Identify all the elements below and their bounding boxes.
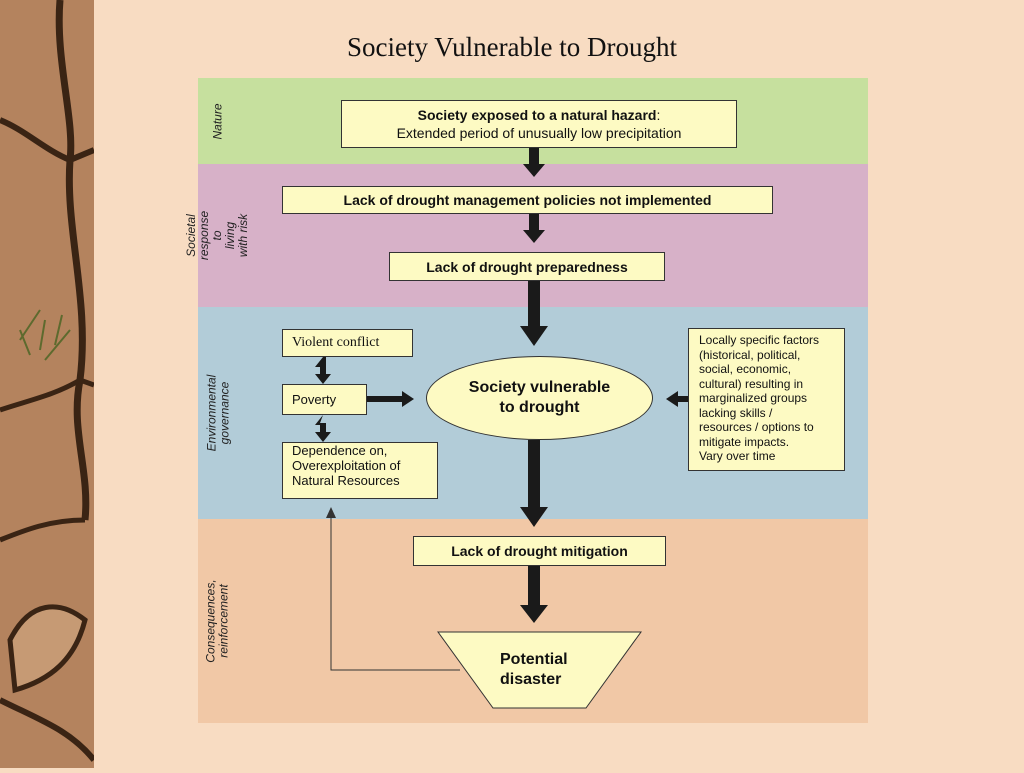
disaster-trapezoid xyxy=(437,631,642,709)
dependence-line-1: Dependence on, xyxy=(292,443,388,458)
arrow-policies-to-preparedness xyxy=(523,214,545,243)
potential-disaster-label: Potential disaster xyxy=(500,650,610,690)
violent-conflict-box: Violent conflict xyxy=(282,329,413,357)
policies-box: Lack of drought management policies not … xyxy=(282,186,773,214)
hazard-box: Society exposed to a natural hazard: Ext… xyxy=(341,100,737,148)
local-factors-line-6: lacking skills / xyxy=(699,405,773,420)
local-factors-line-2: (historical, political, xyxy=(699,347,801,362)
cracked-earth-drawing xyxy=(0,0,97,768)
arrow-vulnerable-to-mitigation xyxy=(520,440,548,527)
local-factors-line-8: mitigate impacts. xyxy=(699,434,790,449)
disaster-line-2: disaster xyxy=(500,671,562,688)
hazard-colon: : xyxy=(656,107,661,123)
local-factors-line-4: cultural) resulting in xyxy=(699,376,804,391)
arrow-hazard-to-policies xyxy=(523,148,545,177)
disaster-line-1: Potential xyxy=(500,651,568,668)
local-factors-line-1: Locally specific factors xyxy=(699,333,820,347)
arrow-conflict-poverty xyxy=(315,357,331,384)
arrow-preparedness-to-vulnerable xyxy=(520,281,548,346)
poverty-box: Poverty xyxy=(282,384,367,415)
dependence-line-2: Overexploitation of xyxy=(292,458,401,473)
arrow-factors-to-vulnerable xyxy=(666,391,688,407)
hazard-title: Society exposed to a natural hazard xyxy=(417,107,657,123)
local-factors-line-9: Vary over time xyxy=(699,449,776,463)
vulnerable-line-2: to drought xyxy=(499,399,580,416)
feedback-line xyxy=(330,516,460,671)
hazard-detail: Extended period of unusually low precipi… xyxy=(396,125,682,141)
dependence-line-3: Natural Resources xyxy=(292,473,400,488)
local-factors-line-7: resources / options to xyxy=(699,420,814,434)
local-factors-line-5: marginalized groups xyxy=(699,391,808,405)
plant-icon xyxy=(19,309,71,361)
arrow-poverty-dependence xyxy=(315,415,331,442)
cracked-earth-image xyxy=(0,0,97,768)
arrow-mitigation-to-disaster xyxy=(520,566,548,623)
local-factors-line-3: social, economic, xyxy=(699,362,792,376)
local-factors-box: Locally specific factors (historical, po… xyxy=(688,328,845,471)
feedback-arrowhead xyxy=(326,507,336,518)
arrow-poverty-to-vulnerable xyxy=(367,391,414,407)
vulnerable-ellipse: Society vulnerable to drought xyxy=(426,356,653,440)
mitigation-box: Lack of drought mitigation xyxy=(413,536,666,566)
slide-title: Society Vulnerable to Drought xyxy=(346,32,678,62)
vulnerable-line-1: Society vulnerable xyxy=(468,379,611,396)
dependence-box: Dependence on, Overexploitation of Natur… xyxy=(282,442,438,499)
preparedness-box: Lack of drought preparedness xyxy=(389,252,665,281)
